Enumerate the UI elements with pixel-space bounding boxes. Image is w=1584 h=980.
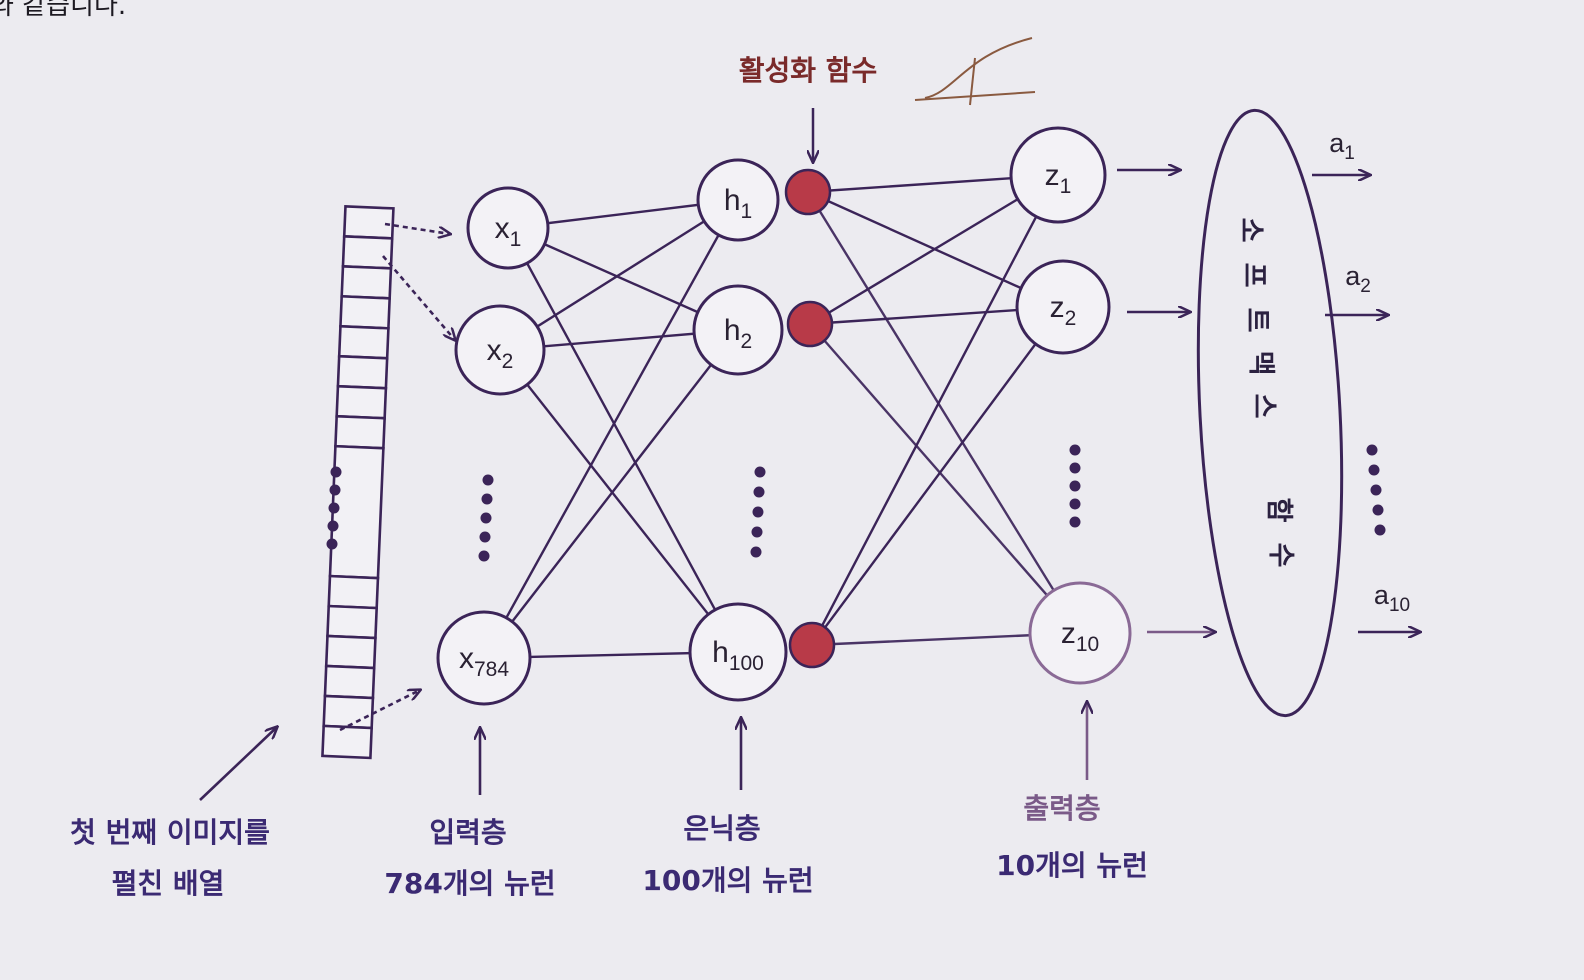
array-cell (342, 205, 395, 240)
edge-input-hidden (499, 349, 739, 653)
softmax-char: 프 (1238, 263, 1269, 288)
array-cell (324, 634, 377, 670)
array-cell (336, 354, 389, 390)
softmax-output-label: a10 (1374, 580, 1410, 616)
softmax-char: 함 (1263, 498, 1294, 523)
softmax-ellipse (1196, 108, 1344, 718)
edge-hidden-output (811, 306, 1064, 646)
input-node-label: x2 (487, 334, 514, 373)
array-cell (340, 265, 393, 300)
softmax-output-label: a2 (1345, 261, 1371, 297)
sigmoid-sketch-icon (914, 37, 1036, 106)
input-layer-caption-line1: 입력층 (429, 816, 506, 849)
output-node-z10: z10 (1028, 581, 1132, 685)
ellipsis-dots (326, 444, 1386, 562)
softmax-char: 트 (1241, 308, 1272, 333)
array-cell (326, 604, 379, 640)
nodes-layer: x1 x2 x784 h1 h2 h100 z1 z2 z10 (436, 126, 1132, 706)
edge-input-hidden (482, 199, 740, 659)
hidden-node-h1: h1 (696, 158, 780, 242)
array-cell-ellipsis (328, 444, 385, 580)
hidden-node-label: h100 (712, 636, 764, 675)
edge-hidden-output (809, 323, 1081, 634)
edge-input-hidden (499, 198, 739, 352)
input-node-label: x1 (495, 212, 522, 251)
input-node-label: x784 (459, 642, 509, 681)
output-node-z1: z1 (1009, 126, 1107, 224)
input-node-x784: x784 (436, 610, 532, 706)
input-layer-caption-line2: 784개의 뉴런 (384, 867, 555, 900)
edge-hidden-output (806, 191, 1082, 634)
softmax-char: 수 (1265, 543, 1296, 568)
activation-function-label: 활성화 함수 (739, 54, 878, 87)
hidden-node-label: h1 (724, 184, 752, 223)
array-cell (334, 414, 386, 450)
hidden-layer-caption-line1: 은닉층 (683, 812, 760, 845)
hidden-layer-caption-line2: 100개의 뉴런 (642, 864, 813, 897)
final-output-arrows (1312, 175, 1420, 632)
hidden-node-h2: h2 (692, 284, 784, 376)
softmax-char: 스 (1248, 394, 1279, 419)
softmax-output-label: a1 (1329, 128, 1355, 164)
activation-dot-h2 (786, 300, 834, 348)
output-node-label: z2 (1050, 291, 1077, 330)
flattened-array (321, 205, 395, 760)
input-node-x2: x2 (454, 304, 546, 396)
hidden-node-label: h2 (724, 314, 752, 353)
caption-arrows (199, 702, 1087, 801)
output-node-label: z1 (1045, 159, 1072, 198)
softmax-char: 소 (1235, 218, 1266, 243)
connections (482, 173, 1082, 660)
array-cell (323, 664, 376, 700)
output-to-softmax-arrows (1117, 170, 1215, 632)
edge-input-hidden (506, 227, 740, 653)
output-node-z2: z2 (1015, 259, 1111, 355)
top-text-fragment: 와 같습니다. (0, 0, 126, 21)
output-labels: a1 a2 a10 (1329, 128, 1410, 616)
array-cell (327, 574, 380, 610)
array-cell (339, 294, 392, 330)
array-cell (337, 324, 390, 360)
softmax-char: 맥 (1245, 351, 1276, 376)
array-cell (322, 694, 375, 730)
input-node-x1: x1 (466, 186, 550, 270)
output-layer-caption-line1: 출력층 (1023, 792, 1100, 825)
array-to-input-arrows (339, 222, 455, 732)
output-layer-caption-line2: 10개의 뉴런 (996, 849, 1148, 882)
array-cell (341, 235, 394, 270)
edge-hidden-output (810, 174, 1060, 646)
array-cell (321, 724, 374, 760)
activation-dot-h1 (784, 168, 832, 216)
edge-input-hidden (483, 329, 739, 659)
array-caption-line2: 펼친 배열 (112, 867, 225, 900)
array-cell (335, 384, 388, 420)
output-node-label: z10 (1061, 617, 1099, 656)
hidden-node-h100: h100 (688, 602, 788, 702)
activation-dot-h100 (788, 621, 836, 669)
array-caption-line1: 첫 번째 이미지를 (70, 816, 270, 849)
activation-dots (784, 168, 836, 669)
